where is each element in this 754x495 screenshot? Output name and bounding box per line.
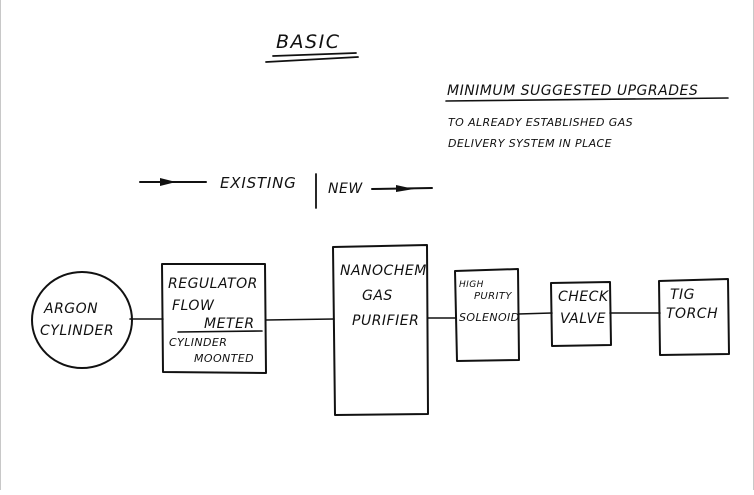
purifier-label-1: NANOCHEM	[340, 263, 427, 279]
title-underline-1	[272, 52, 357, 57]
tig-torch-label-1: TIG	[670, 287, 695, 303]
legend-new-label: NEW	[328, 181, 363, 197]
solenoid-purity-label: PURITY	[474, 291, 512, 302]
flow-meter-underline	[177, 330, 263, 333]
new-arrow	[371, 185, 433, 192]
tig-torch-label-2: TORCH	[666, 306, 718, 322]
title-underline-2	[265, 56, 359, 63]
solenoid-node: HIGH PURITY SOLENOID	[454, 268, 520, 362]
argon-label-1: ARGON	[43, 301, 98, 317]
purifier-label-3: PURIFIER	[352, 313, 419, 329]
solenoid-high-label: HIGH	[459, 280, 484, 290]
regulator-label: REGULATOR	[168, 276, 258, 292]
connecting-lines	[129, 312, 661, 321]
solenoid-label: SOLENOID	[459, 311, 520, 324]
diagram-title: BASIC	[276, 31, 340, 53]
argon-cylinder-node: ARGON CYLINDER	[31, 271, 133, 369]
existing-arrow	[139, 178, 207, 186]
upgrades-heading-underline	[445, 97, 729, 102]
upgrades-line-2: DELIVERY SYSTEM IN PLACE	[448, 137, 612, 150]
purifier-node: NANOCHEM GAS PURIFIER	[332, 244, 429, 416]
check-valve-node: CHECK VALVE	[550, 281, 612, 347]
check-valve-label-2: VALVE	[560, 311, 606, 327]
regulator-node: REGULATOR FLOW METER CYLINDER MOONTED	[161, 263, 267, 374]
check-valve-label-1: CHECK	[558, 289, 610, 305]
mounted-label: MOONTED	[194, 352, 254, 365]
meter-label: METER	[204, 316, 255, 332]
purifier-label-2: GAS	[362, 288, 393, 304]
sheet-left-edge	[0, 0, 1, 490]
argon-label-2: CYLINDER	[40, 323, 114, 339]
cylinder-label: CYLINDER	[169, 336, 227, 349]
tig-torch-node: TIG TORCH	[658, 278, 730, 356]
upgrades-line-1: TO ALREADY ESTABLISHED GAS	[448, 116, 633, 129]
upgrades-heading: MINIMUM SUGGESTED UPGRADES	[447, 83, 698, 99]
flow-label: FLOW	[172, 298, 215, 314]
legend-existing-label: EXISTING	[220, 174, 297, 192]
